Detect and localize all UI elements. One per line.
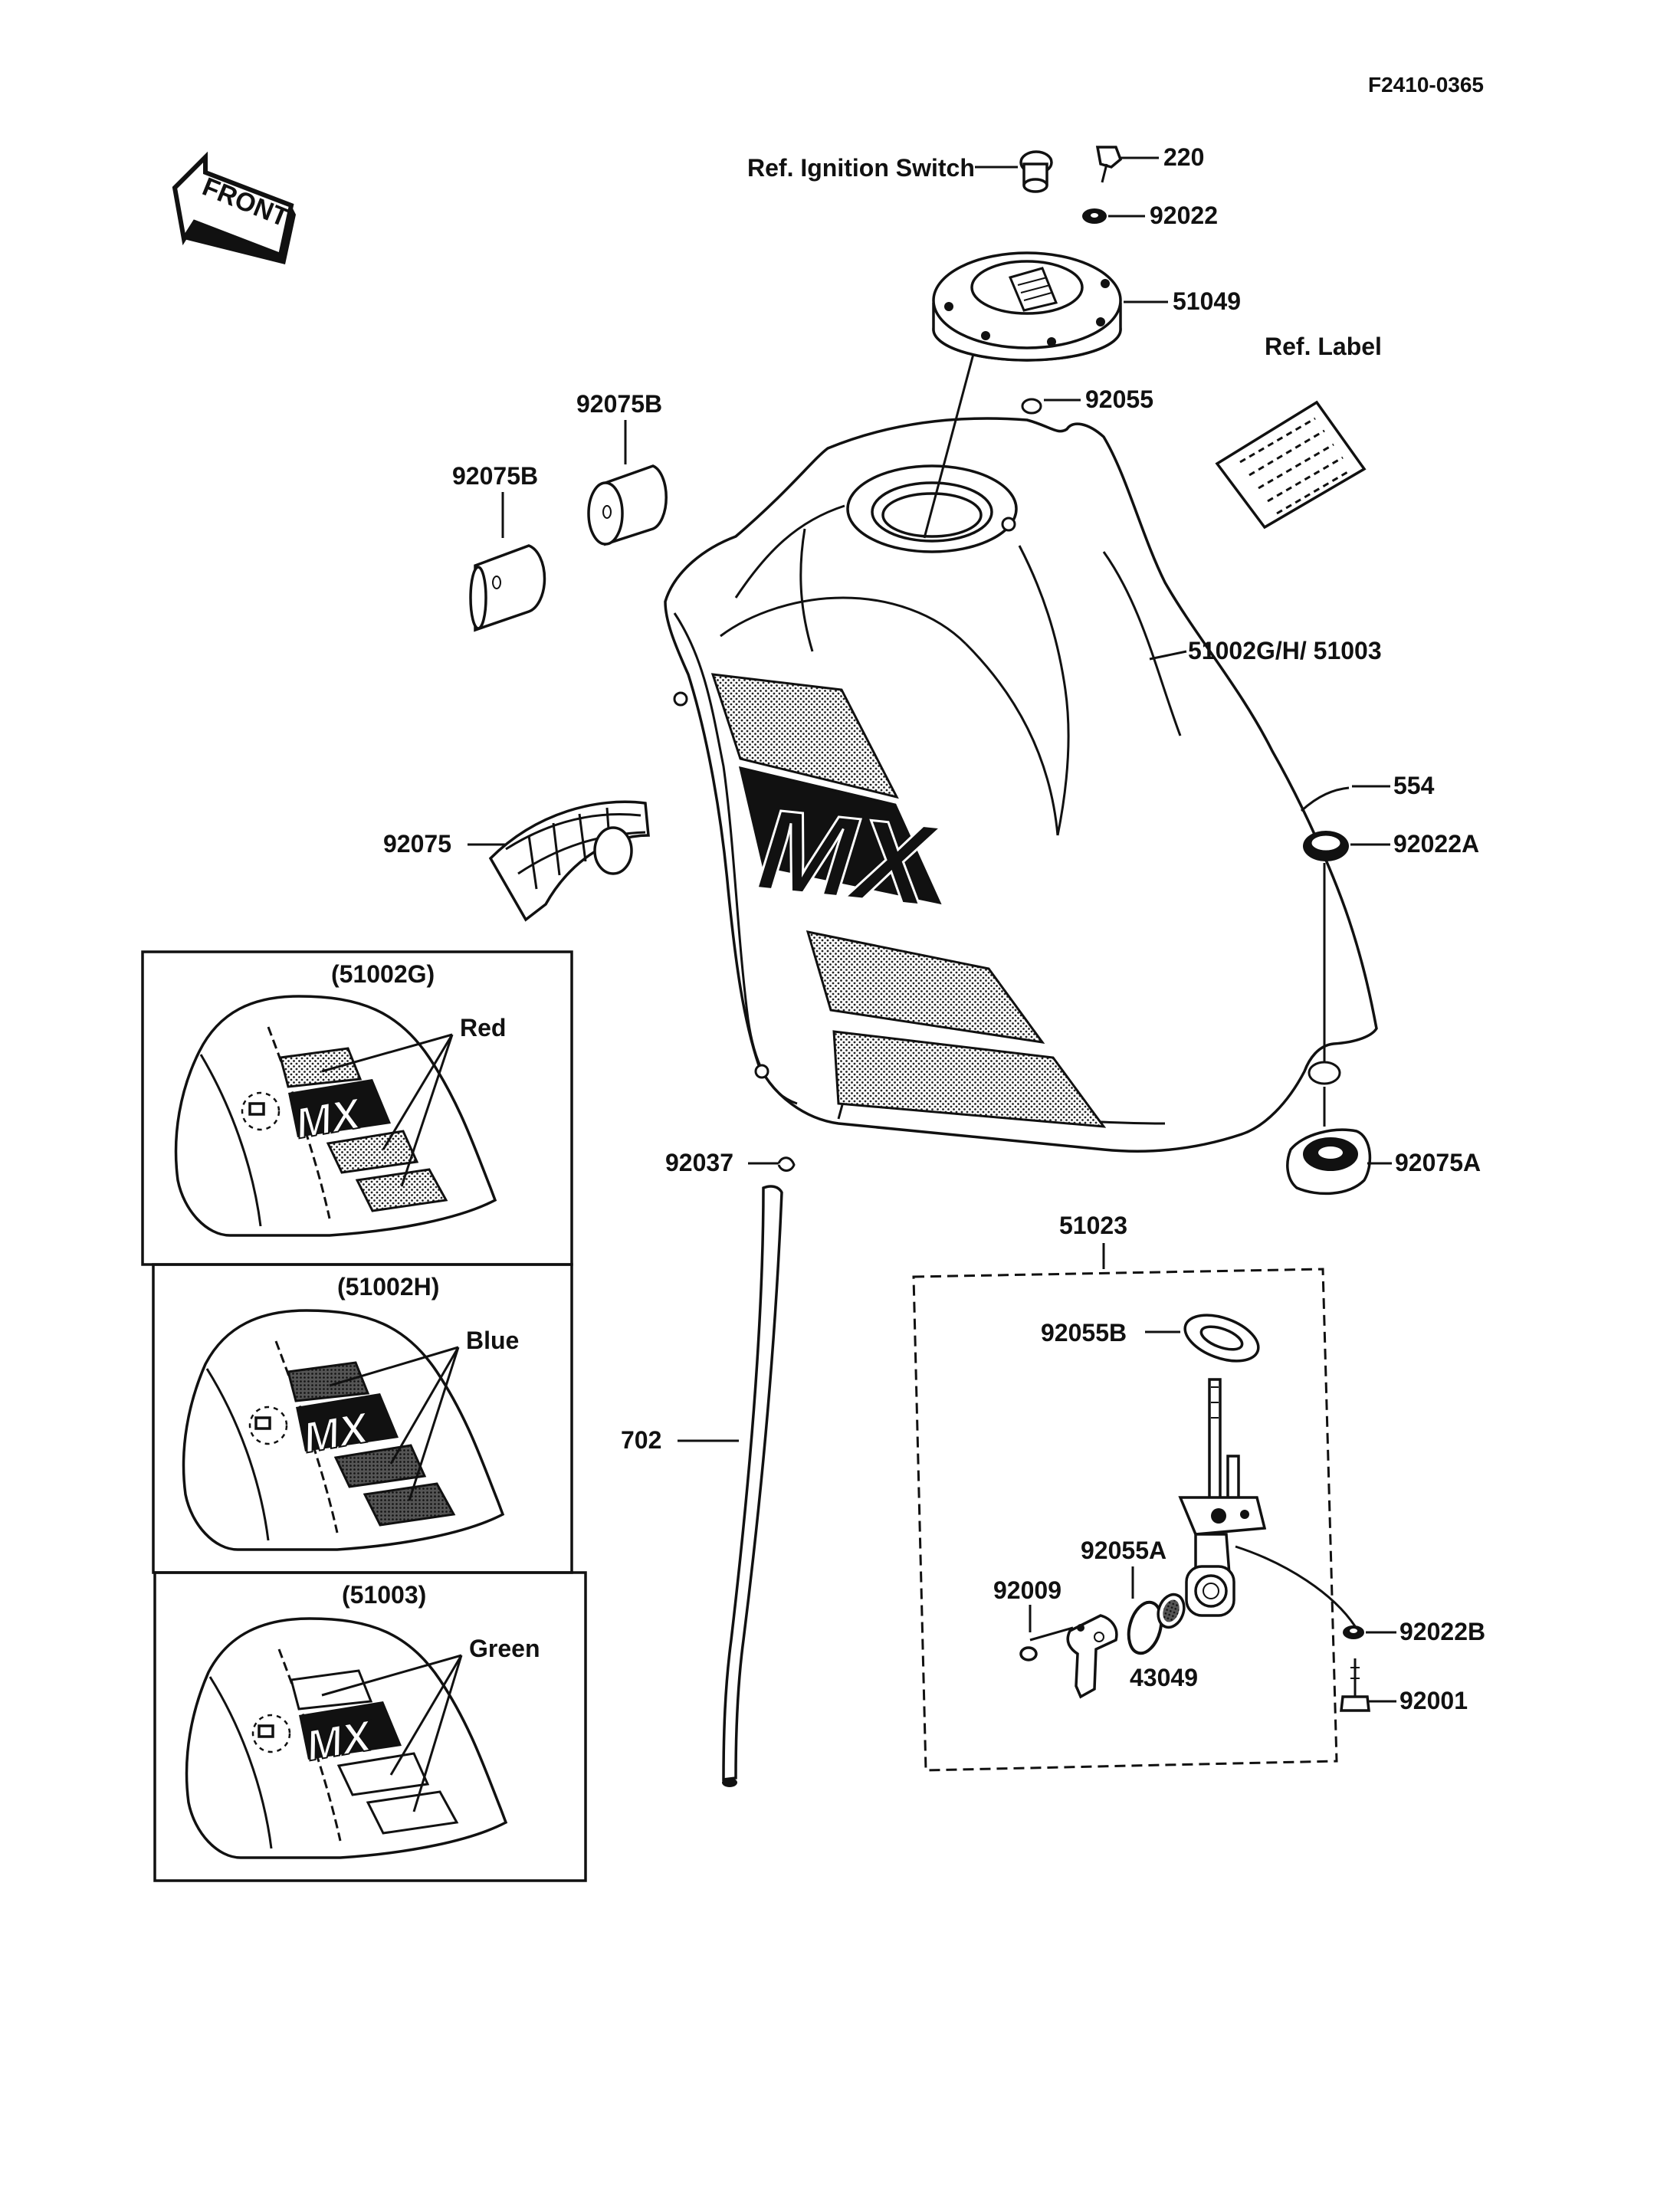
variant-code-51002h: (51002H) [337,1273,439,1301]
filter-43049-icon [1157,1593,1186,1629]
variant-panels [141,950,587,1882]
label-92075a: 92075A [1395,1149,1481,1176]
label-702: 702 [621,1426,661,1454]
damper-92075a-icon [1286,1128,1372,1196]
bolt-220-icon [1095,146,1123,183]
label-92075: 92075 [383,830,451,858]
figure-code: F2410-0365 [1368,73,1484,97]
variant-color-red: Red [460,1014,506,1041]
washer-92022a-icon [1303,831,1349,861]
variant-color-green: Green [469,1635,540,1662]
variant-panel-51002g: (51002G) MX Red [174,960,506,1237]
label-51002-g-h-51003: 51002G/H/ 51003 [1188,637,1382,664]
label-92037: 92037 [665,1149,733,1176]
label-51049: 51049 [1173,287,1241,315]
label-92022a: 92022A [1393,830,1479,858]
fuel-cap-51049-icon [932,251,1122,362]
tank-decal-text: MX [753,784,943,930]
label-51023: 51023 [1059,1212,1127,1239]
washer-92022b-icon [1343,1625,1364,1639]
variant-decal-51002g: MX [292,1088,366,1147]
fuel-cock-icon [1178,1378,1267,1617]
label-92022: 92022 [1150,202,1218,229]
clip-554-icon [1300,786,1350,812]
label-92055a: 92055A [1081,1537,1166,1564]
washer-92022-icon [1082,208,1107,224]
bolt-92001-icon [1340,1658,1370,1712]
front-arrow-icon: FRONT [172,151,296,264]
gasket-92055b-icon [1183,1314,1260,1363]
label-ref-ignition-switch: Ref. Ignition Switch [747,154,975,182]
screw-92009-icon [1019,1626,1074,1661]
clamp-92037-icon [777,1156,796,1172]
label-92075b-lower: 92075B [452,462,538,490]
o-ring-92055a-icon [1127,1600,1163,1655]
label-92001: 92001 [1399,1687,1468,1714]
label-92075b-upper: 92075B [576,390,662,418]
fuel-cock-assembly-box [912,1268,1338,1772]
damper-92075b-upper-icon [587,464,668,546]
variant-panel-51003: (51003) MX Green [185,1581,540,1859]
cushion-92075-icon [488,800,650,922]
label-92009: 92009 [993,1576,1061,1604]
lever-icon [1066,1614,1118,1699]
damper-92075b-lower-icon [469,544,546,632]
label-92022b: 92022B [1399,1618,1485,1645]
label-220: 220 [1163,143,1204,171]
variant-decal-51002h: MX [300,1402,374,1461]
variant-code-51002g: (51002G) [331,960,435,988]
o-ring-92055-icon [1021,398,1042,415]
ref-label-sticker-icon [1215,400,1367,530]
ignition-switch-icon [1019,150,1053,193]
label-ref-label: Ref. Label [1265,333,1382,360]
variant-code-51003: (51003) [342,1581,426,1609]
label-92055: 92055 [1085,385,1153,413]
label-92055b: 92055B [1041,1319,1127,1347]
variant-panel-51002h: (51002H) MX Blue [182,1273,519,1551]
fuel-tank-icon: MX [664,417,1378,1153]
label-554: 554 [1393,772,1435,799]
hose-702-icon [722,1185,783,1787]
label-43049: 43049 [1130,1664,1198,1691]
variant-color-blue: Blue [466,1327,519,1354]
